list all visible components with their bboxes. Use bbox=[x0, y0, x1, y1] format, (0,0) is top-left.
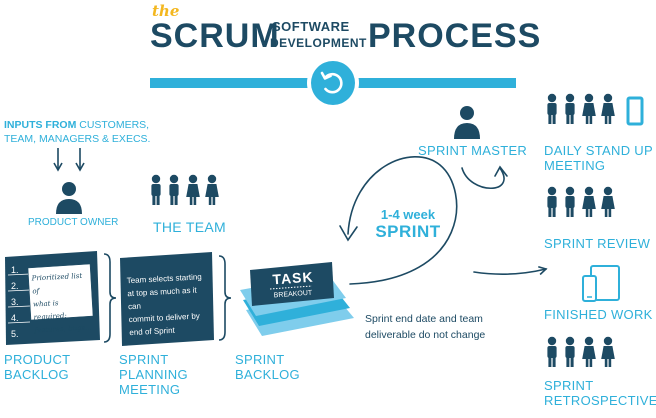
product-owner-label: PRODUCT OWNER bbox=[28, 217, 119, 228]
stage-label-line: PRODUCT bbox=[4, 352, 71, 367]
daily-standup-icon bbox=[547, 93, 644, 126]
inputs-from: INPUTS FROM bbox=[4, 119, 77, 131]
sprint-note-line: deliverable do not change bbox=[365, 329, 486, 341]
backlog-number: 3. bbox=[11, 297, 19, 307]
daily-standup-label: DAILY STAND UP MEETING bbox=[544, 143, 653, 173]
backlog-number: 2. bbox=[11, 281, 19, 291]
stage-label-line: BACKLOG bbox=[235, 367, 300, 382]
outcome-label-line: DAILY STAND UP bbox=[544, 143, 653, 158]
title-scrum: SCRUM bbox=[150, 17, 280, 55]
title-process: PROCESS bbox=[368, 17, 542, 55]
sprint-duration: 1-4 week bbox=[380, 207, 436, 222]
sprint-note: Sprint end date and team deliverable do … bbox=[365, 311, 485, 343]
stage-label-line: PLANNING bbox=[119, 367, 188, 382]
task-label: TASK bbox=[271, 268, 315, 288]
input-arrows-icon bbox=[53, 148, 85, 172]
brace-1 bbox=[103, 253, 117, 343]
stage-label-line: MEETING bbox=[119, 382, 181, 397]
sprint-loop-arrow bbox=[339, 155, 548, 285]
backlog-note-line: Prioritized list of bbox=[31, 271, 83, 296]
product-backlog-card bbox=[5, 251, 100, 345]
sprint-review-icon bbox=[547, 186, 615, 217]
stage-label-line: BACKLOG bbox=[4, 367, 69, 382]
planning-card-text: Team selects starting at top as much as … bbox=[126, 270, 213, 339]
outcome-label-line: SPRINT bbox=[544, 378, 594, 393]
team-icon bbox=[151, 174, 219, 205]
phone-icon bbox=[582, 275, 597, 302]
stage-label-line: SPRINT bbox=[235, 352, 285, 367]
outcome-label-line: RETROSPECTIVE bbox=[544, 393, 656, 408]
sprint-backlog-label: SPRINT BACKLOG bbox=[235, 352, 300, 382]
backlog-note-line: what is required: bbox=[32, 299, 67, 322]
outcome-label-line: MEETING bbox=[544, 158, 606, 173]
finished-work-label: FINISHED WORK bbox=[544, 307, 653, 322]
inputs-customers: CUSTOMERS, bbox=[76, 119, 150, 131]
sprint-master-label: SPRINT MASTER bbox=[418, 143, 528, 158]
sprint-label: SPRINT bbox=[375, 222, 441, 241]
backlog-number: 4. bbox=[11, 313, 19, 323]
finished-work-devices bbox=[582, 265, 620, 302]
sprint-master-icon bbox=[454, 106, 480, 139]
the-team-label: THE TEAM bbox=[153, 219, 226, 235]
sprint-review-label: SPRINT REVIEW bbox=[544, 236, 651, 251]
retrospective-label: SPRINT RETROSPECTIVE bbox=[544, 378, 656, 408]
inputs-line1: INPUTS FROM CUSTOMERS, bbox=[4, 119, 149, 131]
sprint-planning-label: SPRINT PLANNING MEETING bbox=[119, 352, 188, 397]
task-stack bbox=[240, 262, 354, 336]
inputs-line2: TEAM, MANAGERS & EXECS. bbox=[4, 133, 151, 145]
product-backlog-label: PRODUCT BACKLOG bbox=[4, 352, 70, 382]
backlog-number: 1. bbox=[11, 265, 19, 275]
planning-card-bg bbox=[120, 252, 214, 346]
retrospective-icon bbox=[547, 336, 615, 367]
backlog-number: 5. bbox=[11, 329, 19, 339]
backlog-note: Prioritized list of what is required: fe… bbox=[31, 270, 92, 338]
sprint-note-line: Sprint end date and team bbox=[365, 313, 483, 325]
refresh-icon bbox=[320, 71, 343, 94]
title-software: SOFTWARE bbox=[272, 19, 350, 34]
stage-label-line: SPRINT bbox=[119, 352, 169, 367]
brace-2 bbox=[218, 255, 232, 341]
product-owner-icon bbox=[56, 182, 82, 214]
title-the: the bbox=[152, 2, 180, 20]
title-development: DEVELOPMENT bbox=[270, 36, 367, 50]
backlog-numbers: 1. 2. 3. 4. 5. bbox=[11, 262, 19, 342]
